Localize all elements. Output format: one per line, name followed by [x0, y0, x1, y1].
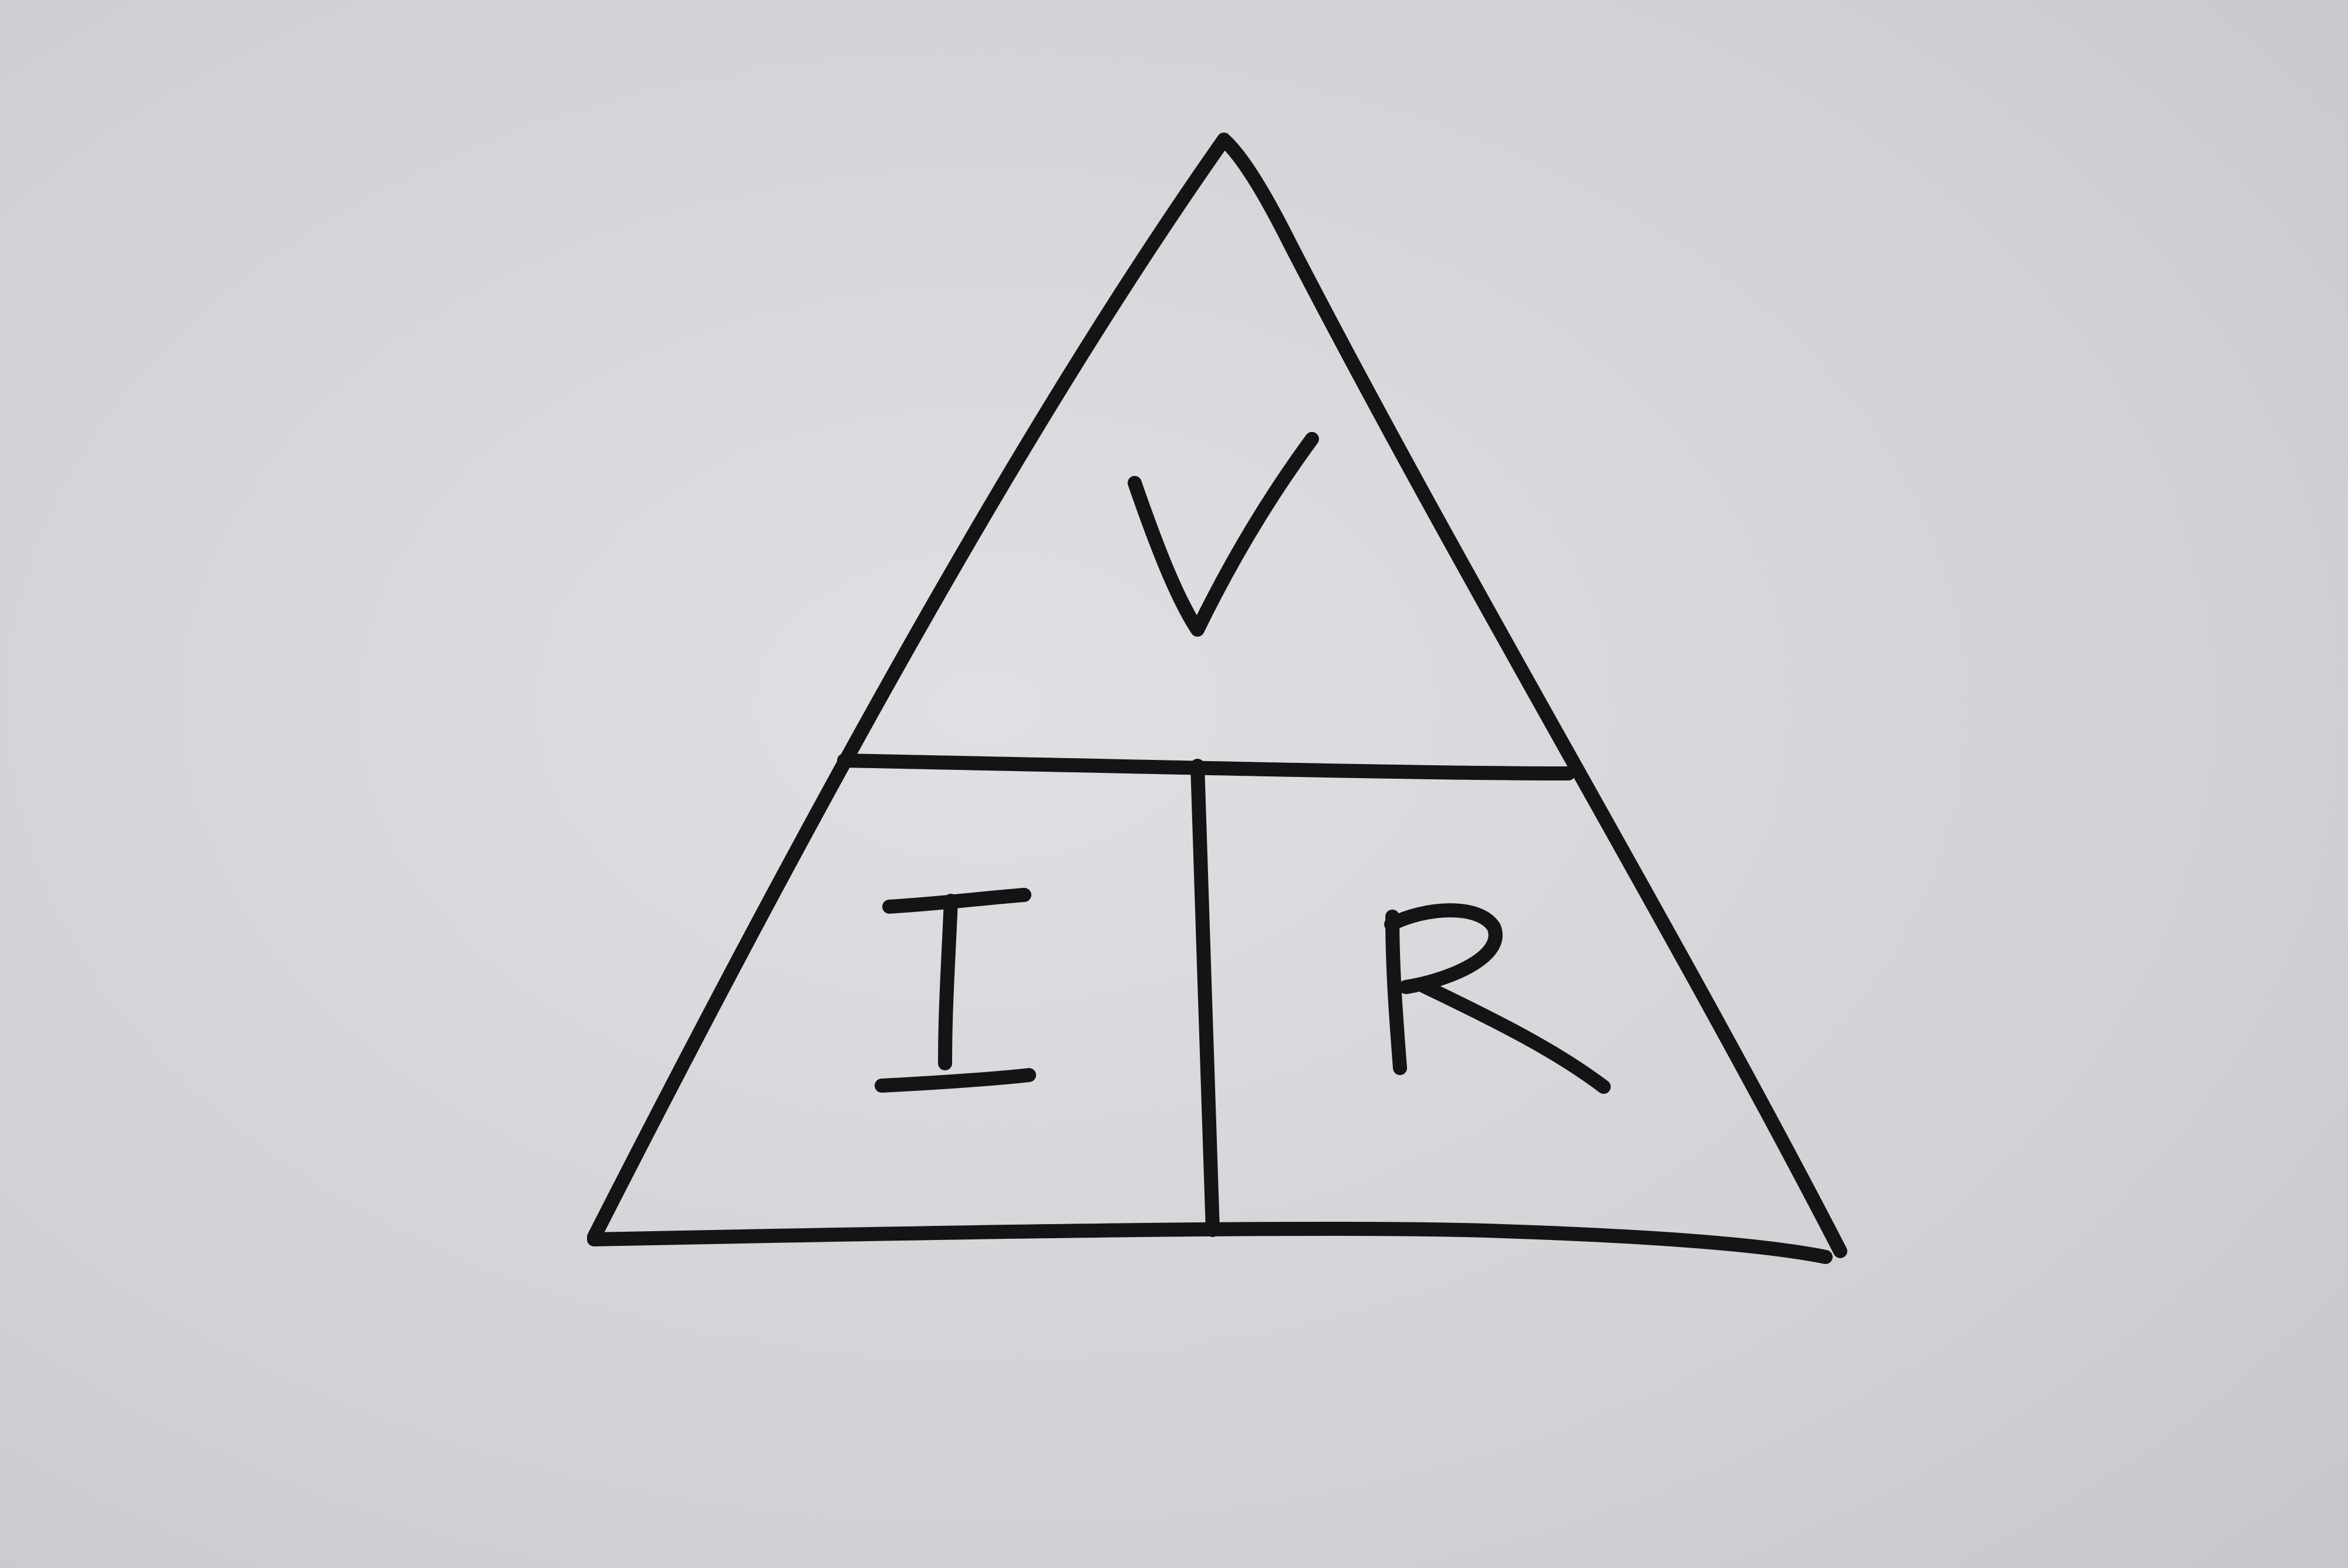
horizontal-divider	[837, 753, 1576, 780]
symbol-r	[1384, 903, 1611, 1094]
triangle-drawing	[587, 133, 1847, 1264]
symbol-i	[875, 888, 1036, 1093]
triangle-base	[587, 1221, 1833, 1264]
triangle-right-edge	[1217, 133, 1847, 1258]
triangle-left-edge	[587, 133, 1231, 1244]
vertical-divider	[1190, 759, 1220, 1237]
symbol-v	[1128, 432, 1319, 637]
